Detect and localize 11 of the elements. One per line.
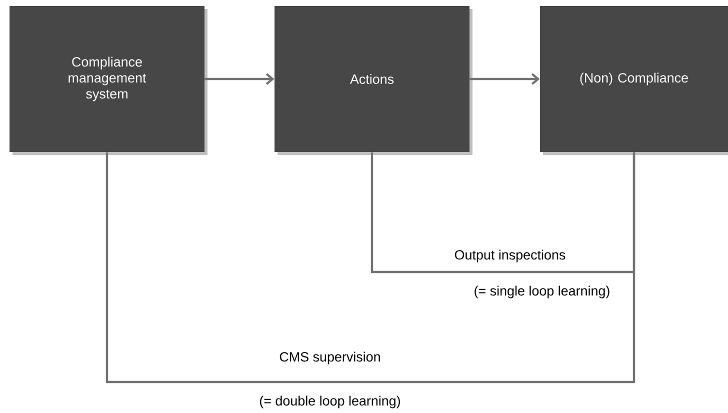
feedback-line: [106, 152, 636, 384]
edge-label: CMS supervision: [280, 352, 380, 364]
arrow: [470, 73, 540, 85]
process-box: Actions: [274, 6, 470, 152]
feedback-line: [370, 152, 636, 274]
note-text: (= single loop learning): [474, 286, 610, 298]
process-box: Compliance management system: [10, 6, 204, 152]
note-text: (= double loop learning): [260, 396, 400, 408]
process-box: (Non) Compliance: [540, 6, 728, 152]
arrow: [204, 73, 274, 85]
edge-label: Output inspections: [454, 250, 566, 262]
